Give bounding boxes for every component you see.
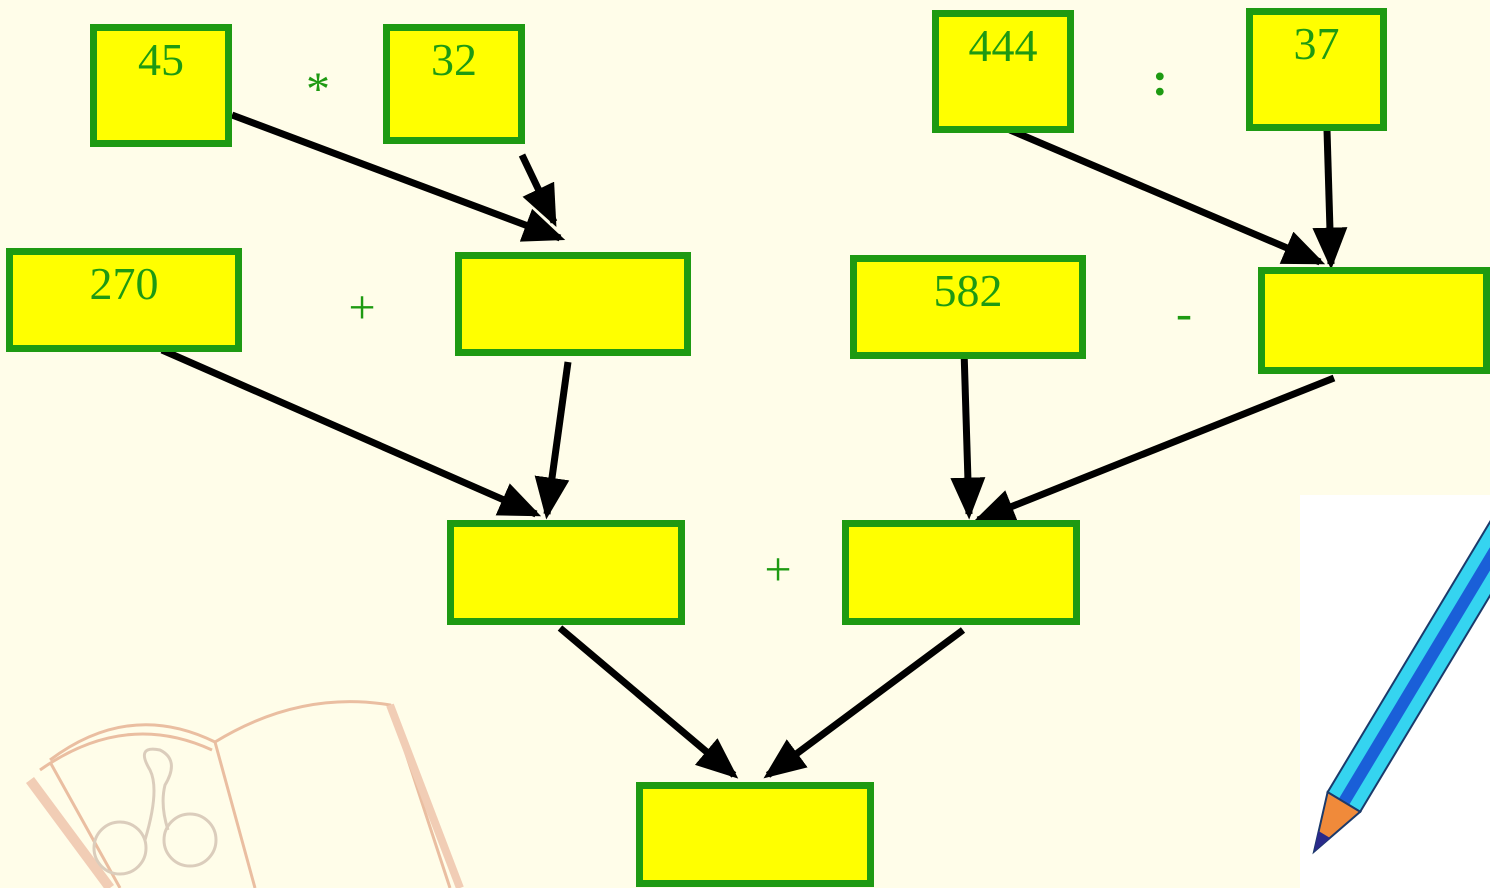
box-value: 45 xyxy=(138,34,184,85)
box-difference-answer[interactable] xyxy=(842,520,1080,625)
operator-divide: : xyxy=(1152,53,1168,106)
box-dividend-444: 444 xyxy=(932,10,1074,133)
box-value: 582 xyxy=(933,265,1003,316)
box-addend-270: 270 xyxy=(6,248,242,352)
operator-plus-bottom: + xyxy=(764,543,792,596)
operator-multiply: * xyxy=(306,63,330,116)
box-divisor-37: 37 xyxy=(1246,8,1387,131)
box-sum-answer[interactable] xyxy=(447,520,685,625)
operator-minus: - xyxy=(1176,287,1192,340)
box-factor-45: 45 xyxy=(90,24,232,147)
box-value: 32 xyxy=(431,34,477,85)
box-quotient-answer[interactable] xyxy=(1258,267,1490,374)
operator-plus-top: + xyxy=(348,281,376,334)
box-value: 37 xyxy=(1293,18,1340,69)
box-value: 444 xyxy=(968,20,1038,71)
box-minuend-582: 582 xyxy=(850,255,1086,359)
box-factor-32: 32 xyxy=(383,24,525,144)
box-product-answer[interactable] xyxy=(455,252,691,356)
box-final-result[interactable] xyxy=(636,782,874,887)
box-value: 270 xyxy=(89,258,159,309)
